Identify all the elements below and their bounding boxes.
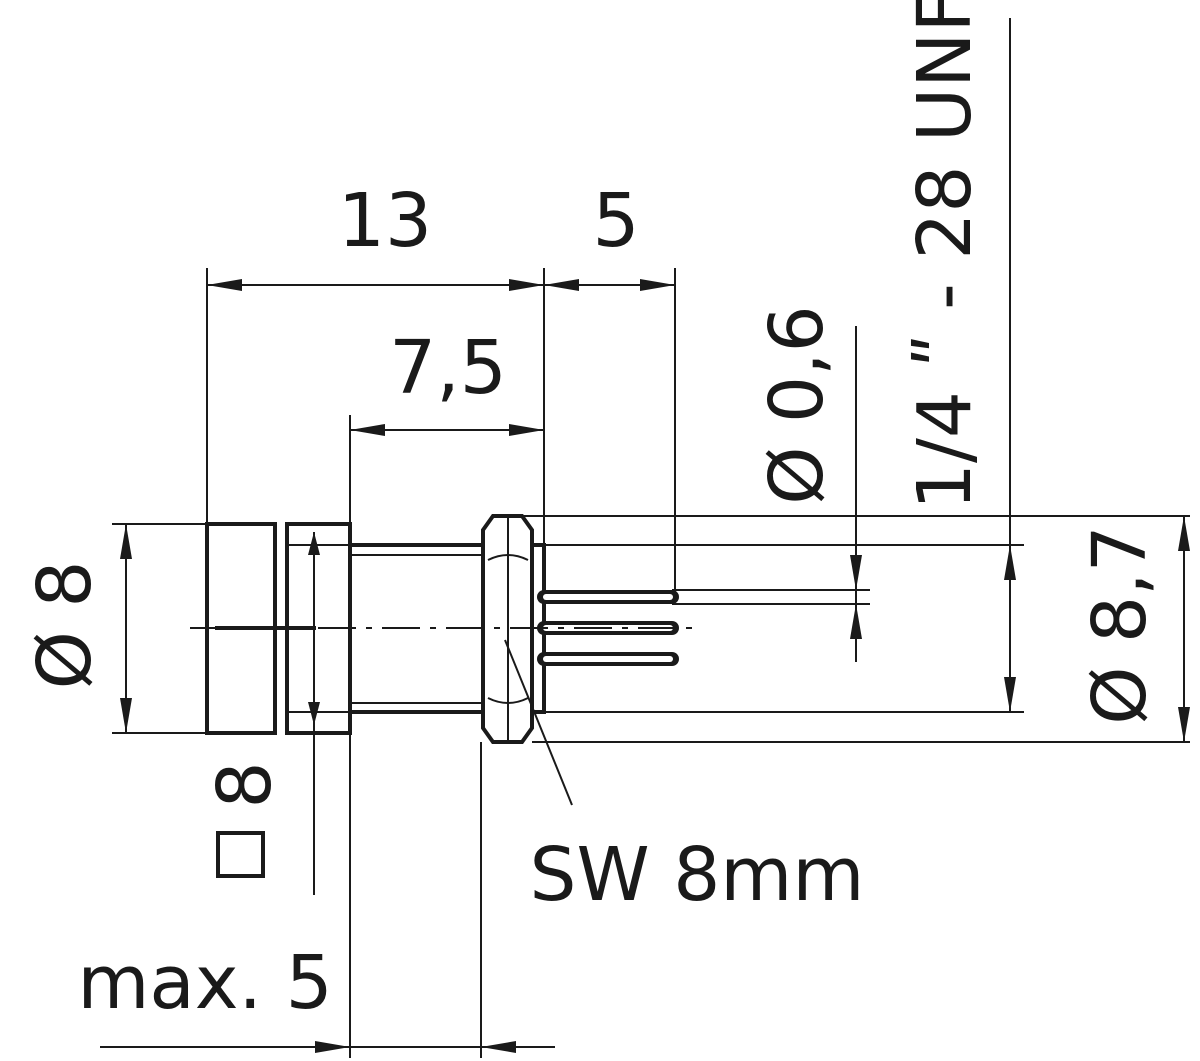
connector-outline [190,514,700,744]
label-body-diameter: Ø 8 [22,561,108,690]
label-pin-length: 5 [592,178,639,264]
label-wrench-size: SW 8mm [530,832,865,918]
hex-nut [481,514,534,744]
dimension-lines [120,279,1190,1053]
square-symbol [216,831,265,878]
wrench-leader [504,639,573,806]
label-thread-spec: 1/4 ʺ - 28 UNF [902,0,988,510]
label-square-size: 8 [202,761,288,808]
label-pin-diameter: Ø 0,6 [754,305,840,504]
label-flange-diameter: Ø 8,7 [1077,525,1163,724]
label-thread-length: 7,5 [389,325,507,411]
label-length-total: 13 [338,178,432,264]
label-panel-thickness: max. 5 [77,940,332,1026]
